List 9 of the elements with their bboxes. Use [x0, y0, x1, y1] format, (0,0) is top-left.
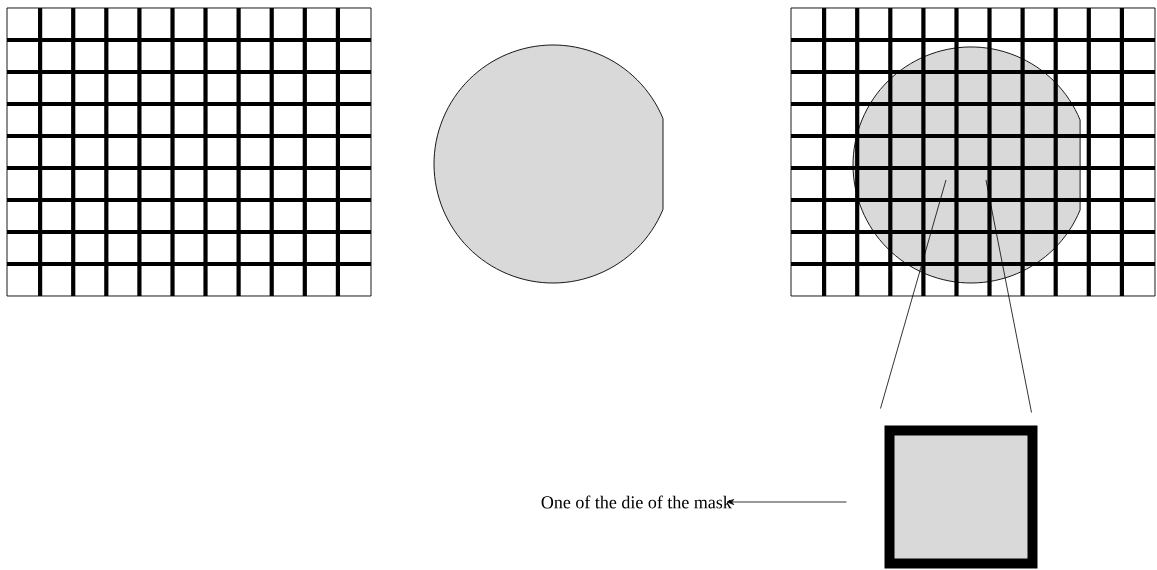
- zoom-line: [985, 179, 1032, 413]
- mask-grid-drawing: [6, 7, 372, 297]
- zoom-line: [880, 179, 947, 409]
- mask-grid-drawing: [790, 7, 1156, 297]
- arrow: [726, 499, 847, 505]
- die-square: [884, 425, 1038, 569]
- wafer-drawing: [433, 44, 664, 284]
- wafer-drawing: [852, 46, 1081, 284]
- caption-text: One of the die of the mask: [541, 495, 732, 509]
